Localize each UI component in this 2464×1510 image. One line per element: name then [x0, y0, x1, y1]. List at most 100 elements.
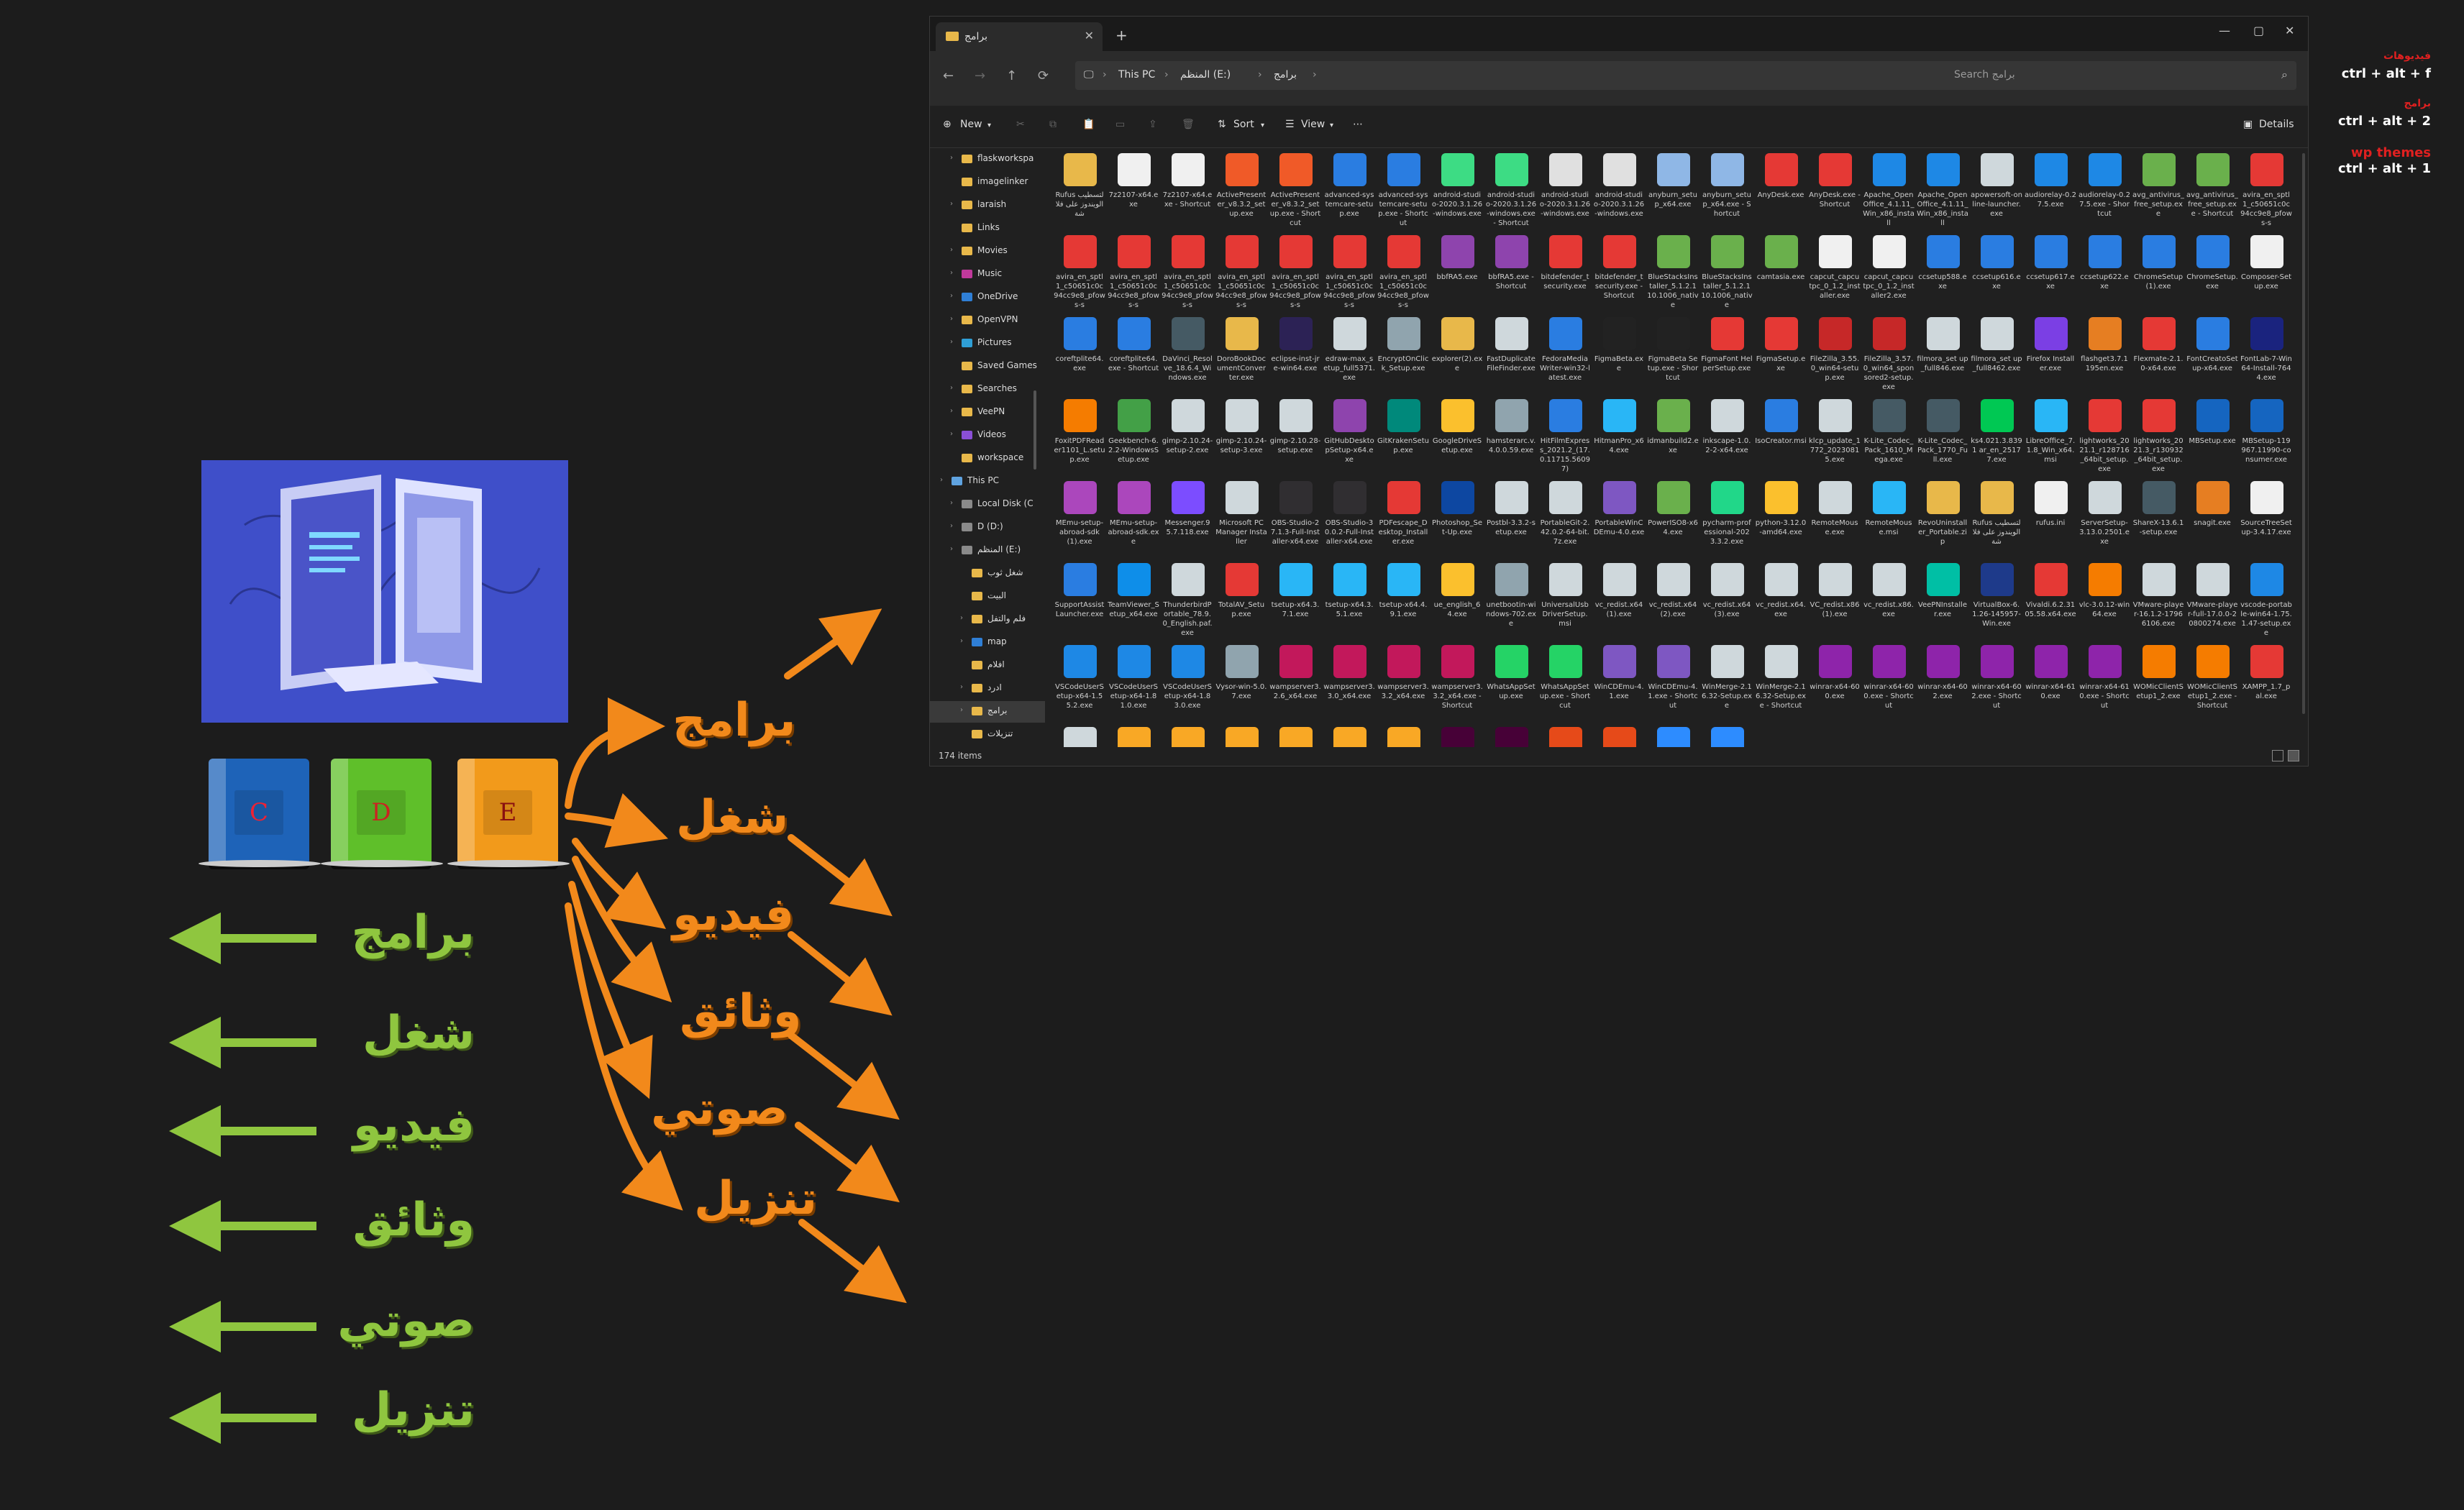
file-item[interactable]: Photoshop_Set-Up.exe	[1431, 477, 1483, 557]
chevron-right-icon[interactable]: ›	[950, 292, 953, 300]
refresh-icon[interactable]: ⟳	[1038, 68, 1049, 83]
file-item[interactable]: ccsetup622.exe	[2079, 231, 2130, 311]
file-item[interactable]: lightworks_2021.3_r130932_64bit_setup.ex…	[2132, 395, 2184, 475]
file-item[interactable]: capcut_capcutpc_0_1.2_installer.exe	[1809, 231, 1861, 311]
file-item[interactable]: Rufus لتسطيب الويندوز على فلاشة	[1971, 477, 2022, 557]
chevron-right-icon[interactable]: ›	[960, 614, 963, 622]
file-item[interactable]: bbfRA5.exe	[1431, 231, 1483, 311]
file-item[interactable]: PowerISO8-x64.exe	[1647, 477, 1699, 557]
cut-icon[interactable]: ✂	[1016, 119, 1025, 130]
file-item[interactable]: hamsterarc.v.4.0.0.59.exe	[1485, 395, 1537, 475]
chevron-right-icon[interactable]: ›	[940, 476, 943, 484]
nav-item[interactable]: ›المنظم (E:)	[930, 540, 1045, 562]
file-item[interactable]: android-studio-2020.3.1.26-windows.exe	[1593, 149, 1645, 229]
file-item[interactable]: PortableWinCDEmu-4.0.exe	[1593, 477, 1645, 557]
nav-item[interactable]: Links	[930, 218, 1045, 239]
file-item[interactable]: BlueStacksInstaller_5.1.2.110.1006_nativ…	[1701, 231, 1753, 311]
file-item[interactable]: FigmaBeta Setup.exe - Shortcut	[1647, 313, 1699, 393]
file-item[interactable]: PortableGit-2.42.0.2-64-bit.7z.exe	[1539, 477, 1591, 557]
nav-item[interactable]: تنزيلات	[930, 724, 1045, 746]
file-item[interactable]: explorer(2).exe	[1431, 313, 1483, 393]
file-item[interactable]: XAMPP_1.7_pal.exe	[2240, 641, 2292, 721]
file-item[interactable]: Firefox Installer.exe	[2025, 313, 2076, 393]
file-item[interactable]: klcp_update_1772_20230815.exe	[1809, 395, 1861, 475]
close-tab-icon[interactable]: ✕	[1084, 29, 1094, 42]
file-item[interactable]: Vivaldi.6.2.3105.58.x64.exe	[2025, 559, 2076, 639]
file-item[interactable]: 7z2107-x64.exe - Shortcut	[1162, 149, 1213, 229]
file-item[interactable]: VeePNInstaller.exe	[1917, 559, 1968, 639]
file-item[interactable]: WinMerge-2.16.32-Setup.exe	[1701, 641, 1753, 721]
file-item[interactable]: vc_redist.x64.exe	[1755, 559, 1807, 639]
copy-icon[interactable]: ⧉	[1049, 119, 1057, 130]
nav-item[interactable]: ›Local Disk (C	[930, 494, 1045, 516]
breadcrumb-this-pc[interactable]: This PC	[1118, 69, 1156, 81]
file-item[interactable]: WinMerge-2.16.32-Setup.exe - Shortcut	[1755, 641, 1807, 721]
file-item[interactable]: snagit.exe	[2186, 477, 2238, 557]
breadcrumb-drive-e[interactable]: المنظم (E:)	[1180, 69, 1231, 81]
nav-item[interactable]: البيت	[930, 586, 1045, 608]
file-item[interactable]: ue_english_64.exe	[1431, 559, 1483, 639]
file-item[interactable]: Apache_OpenOffice_4.1.11_Win_x86_install	[1917, 149, 1968, 229]
file-item[interactable]: lightworks_2021.1_r128716_64bit_setup.ex…	[2079, 395, 2130, 475]
delete-icon[interactable]: 🗑	[1182, 119, 1195, 130]
file-item[interactable]: avira_en_sptl1_c50651c0c94cc9e8_pfows-s	[1215, 231, 1267, 311]
file-item[interactable]: VC_redist.x86 (1).exe	[1809, 559, 1861, 639]
file-item[interactable]: camtasia.exe	[1755, 231, 1807, 311]
new-tab-button[interactable]: +	[1115, 27, 1128, 44]
file-item[interactable]: winrar-x64-600.exe	[1809, 641, 1861, 721]
nav-item[interactable]: ›برامج	[930, 701, 1045, 723]
file-item[interactable]: audiorelay-0.27.5.exe - Shortcut	[2079, 149, 2130, 229]
file-item[interactable]: IsoCreator.msi	[1755, 395, 1807, 475]
file-item[interactable]: VSCodeUserSetup-x64-1.83.0.exe	[1162, 641, 1213, 721]
file-item[interactable]: avira_en_sptl1_c50651c0c94cc9e8_pfows-s	[1108, 231, 1159, 311]
file-item[interactable]: K-Lite_Codec_Pack_1610_Mega.exe	[1863, 395, 1915, 475]
file-item[interactable]: WinCDEmu-4.1.exe	[1593, 641, 1645, 721]
file-item[interactable]: WhatsAppSetup.exe	[1485, 641, 1537, 721]
file-item[interactable]: LibreOffice_7.1.8_Win_x64.msi	[2025, 395, 2076, 475]
file-item[interactable]: avg_antivirus_free_setup.exe	[2132, 149, 2184, 229]
up-arrow-icon[interactable]: ↑	[1006, 68, 1018, 83]
file-item[interactable]: Messenger.95.7.118.exe	[1162, 477, 1213, 557]
file-item[interactable]: OBS-Studio-27.1.3-Full-Installer-x64.exe	[1269, 477, 1321, 557]
file-item[interactable]: TotalAV_Setup.exe	[1215, 559, 1267, 639]
file-item[interactable]: android-studio-2020.3.1.26-windows.exe	[1431, 149, 1483, 229]
nav-item[interactable]: افلام	[930, 655, 1045, 677]
file-item[interactable]: bitdefender_tsecurity.exe - Shortcut	[1593, 231, 1645, 311]
sort-button[interactable]: Sort	[1233, 119, 1254, 130]
new-button[interactable]: New	[960, 119, 982, 130]
file-item[interactable]: avira_en_sptl1_c50651c0c94cc9e8_pfows-s	[2240, 149, 2292, 229]
file-item[interactable]: ks4.021.3.8391 ar_en_25177.exe	[1971, 395, 2022, 475]
explorer-tab[interactable]: برامج ✕	[936, 22, 1103, 51]
file-item[interactable]: MEmu-setup-abroad-sdk (1).exe	[1054, 477, 1105, 557]
chevron-right-icon[interactable]: ›	[950, 315, 953, 323]
file-item[interactable]: vlc-3.0.12-win64.exe	[2079, 559, 2130, 639]
file-item[interactable]: vc_redist.x64 (2).exe	[1647, 559, 1699, 639]
file-item[interactable]: VirtualBox-6.1.26-145957-Win.exe	[1971, 559, 2022, 639]
file-item[interactable]: winrar-x64-600.exe - Shortcut	[1863, 641, 1915, 721]
details-button[interactable]: Details	[2259, 119, 2294, 130]
file-item[interactable]: idmanbuild2.exe	[1647, 395, 1699, 475]
file-item[interactable]: flashget3.7.1195en.exe	[2079, 313, 2130, 393]
file-item[interactable]: avira_en_sptl1_c50651c0c94cc9e8_pfows-s	[1269, 231, 1321, 311]
file-item[interactable]: eclipse-inst-jre-win64.exe	[1269, 313, 1321, 393]
file-item[interactable]: anyburn_setup_x64.exe	[1647, 149, 1699, 229]
file-item[interactable]: UniversalUsbDriverSetup.msi	[1539, 559, 1591, 639]
large-icons-view-toggle[interactable]	[2288, 750, 2299, 761]
minimize-button[interactable]: —	[2219, 24, 2230, 37]
file-item[interactable]: FastDuplicateFileFinder.exe	[1485, 313, 1537, 393]
vertical-scrollbar[interactable]	[2302, 153, 2305, 714]
file-item[interactable]: FigmaFont HelperSetup.exe	[1701, 313, 1753, 393]
file-item[interactable]: VMware-player-full-17.0.0-20800274.exe	[2186, 559, 2238, 639]
file-item[interactable]: unetbootin-windows-702.exe	[1485, 559, 1537, 639]
file-item[interactable]: ccsetup616.exe	[1971, 231, 2022, 311]
file-item[interactable]: WOMicClientSetup1_2.exe - Shortcut	[2186, 641, 2238, 721]
back-arrow-icon[interactable]: ←	[943, 68, 954, 83]
file-item[interactable]: filmora_set up_full846.exe	[1917, 313, 1968, 393]
file-item[interactable]: vc_redist.x64 (1).exe	[1593, 559, 1645, 639]
file-item[interactable]: bitdefender_tsecurity.exe	[1539, 231, 1591, 311]
chevron-right-icon[interactable]: ›	[950, 407, 953, 415]
file-item[interactable]: GitHubDesktopSetup-x64.exe	[1323, 395, 1375, 475]
file-item[interactable]: coreftplite64.exe	[1054, 313, 1105, 393]
nav-item[interactable]: ›ادرد	[930, 678, 1045, 700]
file-item[interactable]: ActivePresenter_v8.3.2_setup.exe	[1215, 149, 1267, 229]
